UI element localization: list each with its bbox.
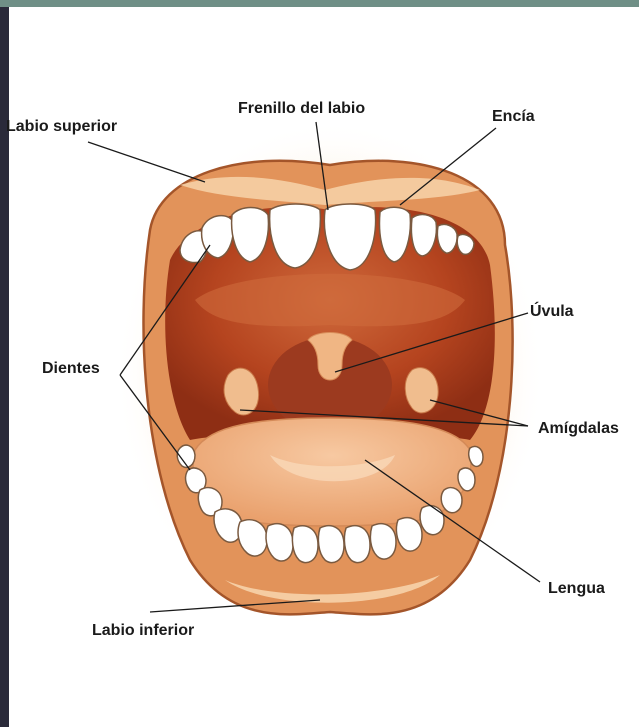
label-encia: Encía	[492, 108, 535, 126]
label-uvula: Úvula	[530, 303, 574, 321]
label-amigdalas: Amígdalas	[538, 420, 619, 438]
pointer-labio-superior	[88, 142, 205, 182]
label-dientes: Dientes	[42, 360, 100, 378]
cropped-text-fragment	[0, 570, 14, 590]
label-labio-superior: Labio superior	[6, 118, 117, 136]
label-labio-inferior: Labio inferior	[92, 622, 194, 640]
label-lengua: Lengua	[548, 580, 605, 598]
label-frenillo-del-labio: Frenillo del labio	[238, 100, 365, 118]
tonsil-right	[405, 368, 438, 413]
